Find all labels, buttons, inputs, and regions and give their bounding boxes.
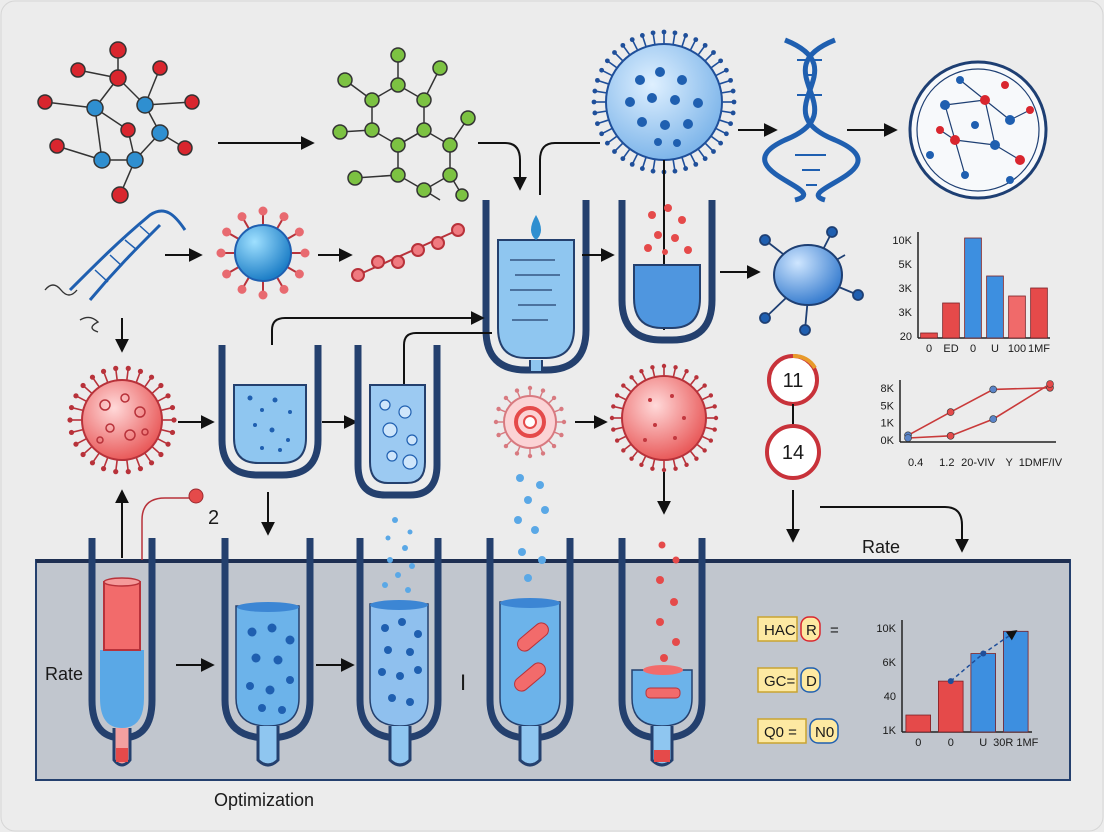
equation-text: GC= xyxy=(764,673,796,690)
bar xyxy=(986,275,1004,339)
optimization-label: Optimization xyxy=(214,790,314,810)
y-tick-label: 10K xyxy=(876,623,896,635)
x-tick-label: U xyxy=(991,343,999,355)
bar xyxy=(905,714,932,733)
equation-row: GC= D xyxy=(757,667,821,693)
equation-badge xyxy=(800,667,821,693)
dna-strand-small xyxy=(44,209,187,333)
bar xyxy=(942,302,960,339)
y-tick-label: 10K xyxy=(892,235,912,247)
y-tick-label: 3K xyxy=(899,307,913,319)
molecule-green xyxy=(332,47,476,202)
marker-2: 2 xyxy=(208,507,219,529)
y-tick-label: 5K xyxy=(899,259,913,271)
x-tick-label: 1DMF/IV xyxy=(1019,457,1063,469)
x-tick-label: 1.2 xyxy=(939,457,954,469)
bar xyxy=(1008,295,1026,339)
bar xyxy=(1030,287,1048,339)
y-tick-label: 5K xyxy=(881,400,895,412)
timer-bottom-value: 14 xyxy=(782,442,804,464)
equation-list: HAC R = GC= D Q0 = N0 xyxy=(757,616,839,744)
bar-chart-bottom: 10K 6K 40 1K 0 0 U 30R 1MF xyxy=(876,620,1039,749)
equation-box xyxy=(757,718,807,744)
blue-cell xyxy=(591,29,737,175)
line-chart-middle: 8K 5K 1K 0K 0.4 1.2 20-VIV Y 1DMF/IV xyxy=(881,380,1063,469)
bar xyxy=(1003,630,1029,733)
data-point xyxy=(989,415,998,423)
y-tick-label: 1K xyxy=(883,725,897,737)
equation-box xyxy=(757,616,798,642)
timer-top-value: 11 xyxy=(783,370,804,392)
x-tick-label: Y xyxy=(1006,457,1014,469)
y-tick-label: 1K xyxy=(881,418,895,430)
red-virus-small xyxy=(216,206,310,300)
x-tick-label: 0 xyxy=(970,343,976,355)
y-tick-label: 0K xyxy=(881,435,895,447)
equation-row: HAC R = xyxy=(757,616,839,642)
equation-box xyxy=(757,667,798,693)
trend-point xyxy=(980,650,987,657)
rate-label-top: Rate xyxy=(862,537,900,557)
x-tick-label: 1MF xyxy=(1028,343,1050,355)
molecule-chain xyxy=(351,223,465,282)
trend-point xyxy=(947,678,954,685)
y-tick-label: 6K xyxy=(883,657,897,669)
x-tick-label: U xyxy=(979,737,987,749)
x-tick-label: 0 xyxy=(926,343,932,355)
x-tick-label: 0 xyxy=(915,737,921,749)
bar xyxy=(964,237,982,339)
data-point xyxy=(989,385,998,394)
series-line xyxy=(907,386,1051,437)
blue-node-molecule xyxy=(759,226,864,336)
equation-badge-text: R xyxy=(806,622,817,639)
equation-badge-text: N0 xyxy=(815,724,834,741)
data-point xyxy=(1046,380,1054,388)
equation-text: Q0 = xyxy=(764,724,797,741)
data-point xyxy=(904,434,912,442)
tube-bubbles-1 xyxy=(218,345,322,479)
panel-tube-dense xyxy=(356,517,442,767)
data-point xyxy=(946,432,955,440)
x-tick-label: 20-VIV xyxy=(961,457,995,469)
bar xyxy=(970,653,997,733)
equation-badge xyxy=(809,718,839,744)
rate-label-left: Rate xyxy=(45,664,83,684)
bar xyxy=(938,680,964,733)
marker-i: I xyxy=(460,670,466,695)
x-tick-label: ED xyxy=(943,343,958,355)
data-point xyxy=(946,408,955,416)
panel-tube-red xyxy=(88,538,156,767)
panel-tube-capsules xyxy=(486,474,574,767)
equation-row: Q0 = N0 xyxy=(757,718,839,744)
bar xyxy=(920,332,938,339)
tube-droplet xyxy=(482,200,590,374)
equation-badge xyxy=(800,616,821,642)
equation-suffix: = xyxy=(830,622,839,639)
dna-helix xyxy=(762,37,861,203)
red-virus-large xyxy=(67,365,177,475)
equation-badge-text: D xyxy=(806,673,817,690)
tube-bubbles-2 xyxy=(354,345,441,499)
y-tick-label: 8K xyxy=(881,383,895,395)
panel-tube-dots xyxy=(221,538,314,767)
y-tick-label: 40 xyxy=(884,691,896,703)
tube-red-dots xyxy=(618,200,716,344)
equation-text: HAC xyxy=(764,622,796,639)
red-cell-large xyxy=(609,363,719,473)
y-tick-label: 3K xyxy=(899,283,913,295)
x-tick-label: 100 xyxy=(1008,343,1026,355)
panel-tube-red-drops xyxy=(618,538,706,767)
pink-particle xyxy=(493,385,567,459)
series-line xyxy=(907,383,1051,439)
network-dish xyxy=(908,60,1048,200)
y-tick-label: 20 xyxy=(900,331,912,343)
x-tick-label: 0 xyxy=(948,737,954,749)
molecule-red-blue xyxy=(37,41,200,204)
timer-indicator: 11 14 xyxy=(765,353,821,480)
x-tick-label: 30R 1MF xyxy=(993,737,1039,749)
x-tick-label: 0.4 xyxy=(908,457,923,469)
